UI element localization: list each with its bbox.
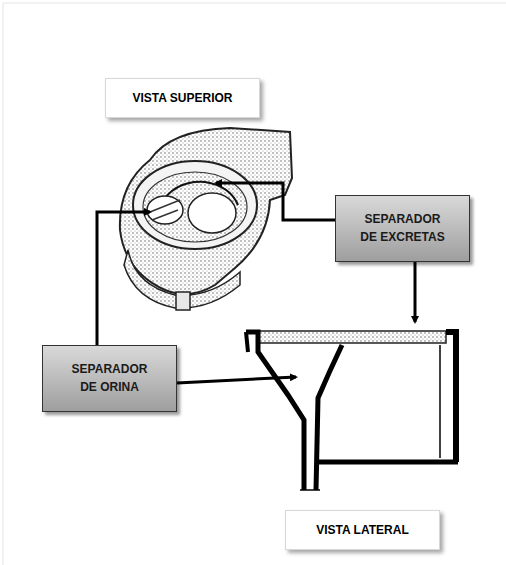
view-label-box: VISTA SUPERIOR — [105, 78, 260, 118]
frame-line — [3, 3, 506, 565]
box-label: VISTA SUPERIOR — [132, 90, 232, 107]
top-view-toilet — [120, 128, 292, 310]
side-view-toilet — [246, 331, 458, 490]
view-label-box: VISTA LATERAL — [285, 510, 440, 550]
callout-box: SEPARADOR DE ORINA — [42, 345, 177, 412]
box-label: VISTA LATERAL — [316, 522, 408, 539]
callout-box: SEPARADOR DE EXCRETAS — [335, 195, 470, 262]
box-label: SEPARADOR DE ORINA — [64, 361, 156, 396]
box-label: SEPARADOR DE EXCRETAS — [357, 211, 449, 246]
